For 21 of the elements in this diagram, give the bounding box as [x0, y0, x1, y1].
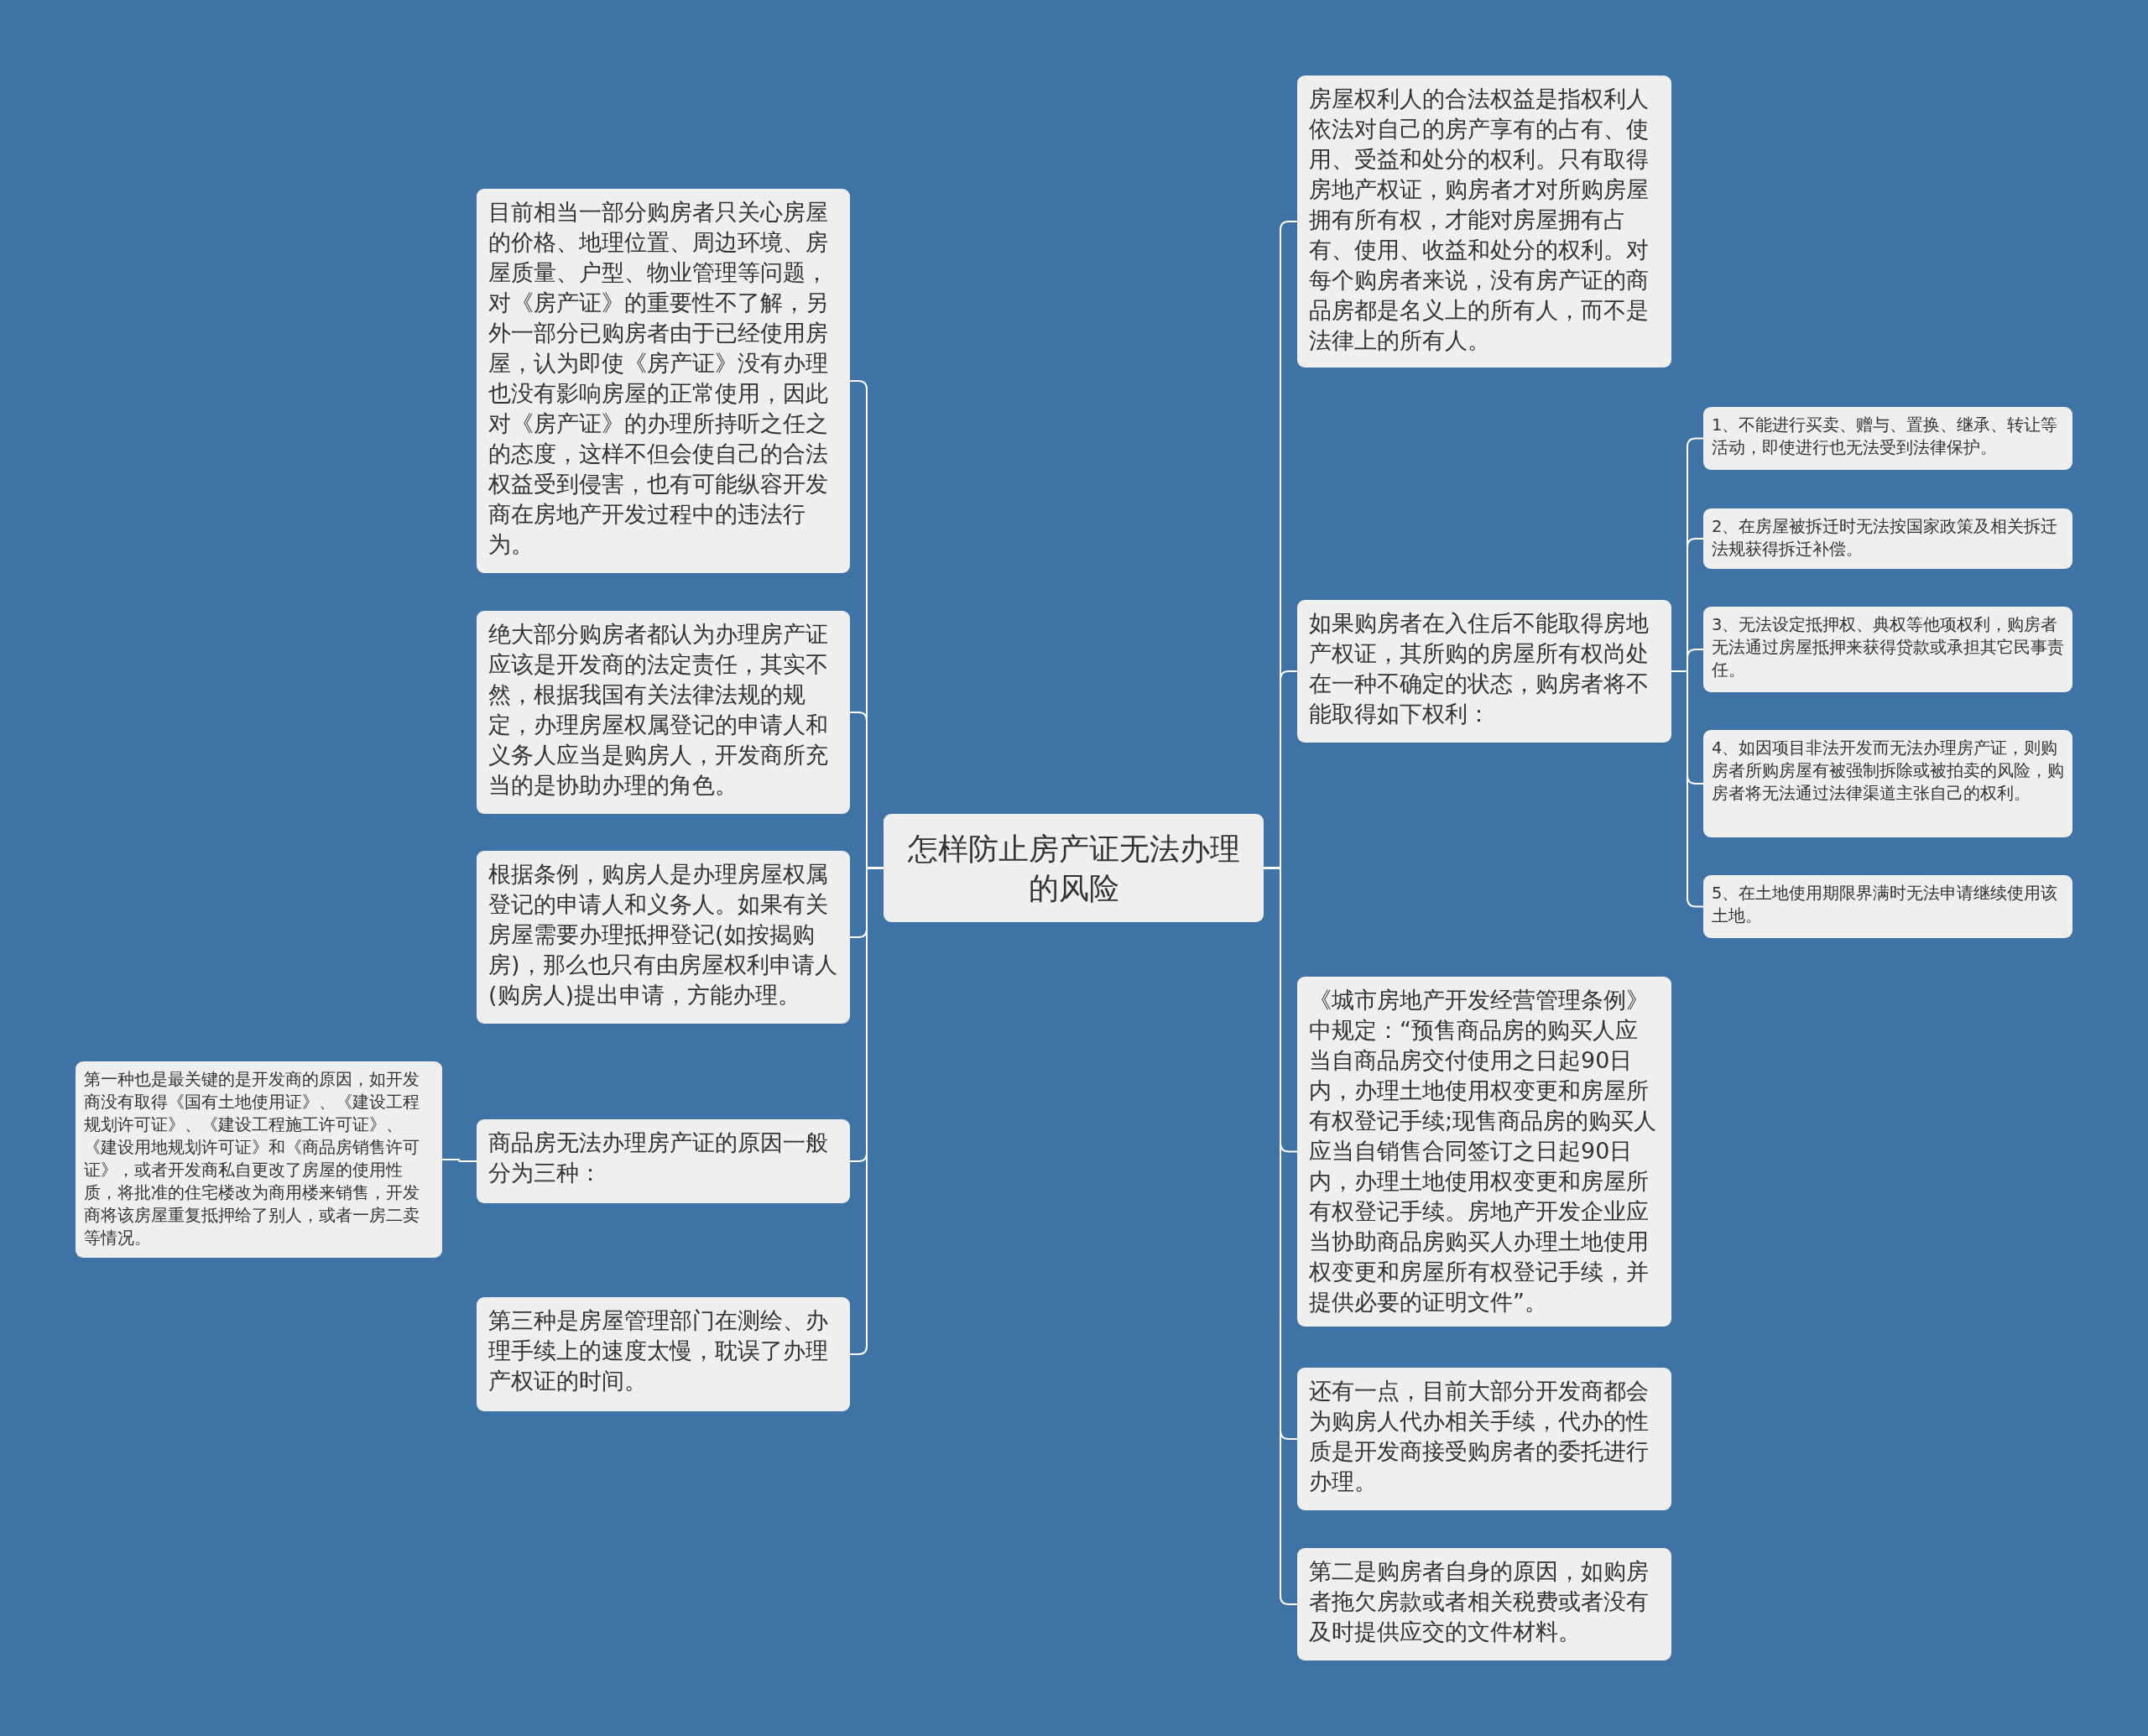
text-box: 商品房无法办理房产证的原因一般分为三种：: [477, 1119, 850, 1203]
connector-line: [1671, 670, 1704, 908]
text-box: 3、无法设定抵押权、典权等他项权利，购房者无法通过房屋抵押来获得贷款或承担其它民事责任。: [1703, 607, 2072, 692]
text-box: 绝大部分购房者都认为办理房产证应该是开发商的法定责任，其实不然，根据我国有关法律法规的规定，办理房屋权属登记的申请人和义务人应当是购房人，开发商所充当的是协助办理的角色。: [477, 611, 850, 814]
text-box: 5、在土地使用期限界满时无法申请继续使用该土地。: [1703, 875, 2072, 938]
text-box: 第一种也是最关键的是开发商的原因，如开发商没有取得《国有土地使用证》、《建设工程规划许可证》、《建设工程施工许可证》、《建设用地规划许可证》和《商品房销售许可证》，或者开发商私自更改了房屋的使用性质，将批准的住宅楼改为商用楼来销售，开发商将该房屋重复抵押给了别人，或者一房二卖等情况。: [76, 1061, 442, 1258]
connector-line: [849, 867, 884, 1355]
topic-box: 怎样防止房产证无法办理的风险: [884, 814, 1264, 922]
text-box: 根据条例，购房人是办理房屋权属登记的申请人和义务人。如果有关房屋需要办理抵押登记(如按揭购房)，那么也只有由房屋权利申请人(购房人)提出申请，方能办理。: [477, 851, 850, 1024]
text-box: 目前相当一部分购房者只关心房屋的价格、地理位置、周边环境、房屋质量、户型、物业管理等问题，对《房产证》的重要性不了解，另外一部分已购房者由于已经使用房屋，认为即使《房产证》没有办理也没有影响房屋的正常使用，因此对《房产证》的办理所持听之任之的态度，这样不但会使自己的合法权益受到侵害，也有可能纵容开发商在房地产开发过程中的违法行为。: [477, 189, 850, 573]
text-box: 第二是购房者自身的原因，如购房者拖欠房款或者相关税费或者没有及时提供应交的文件材料。: [1297, 1548, 1671, 1660]
connector-line: [1263, 867, 1298, 1605]
text-box: 如果购房者在入住后不能取得房地产权证，其所购的房屋所有权尚处在一种不确定的状态，购房者将不能取得如下权利：: [1297, 600, 1671, 743]
text-box: 4、如因项目非法开发而无法办理房产证，则购房者所购房屋有被强制拆除或被拍卖的风险，购房者将无法通过法律渠道主张自己的权利。: [1703, 730, 2072, 837]
text-box: 1、不能进行买卖、赠与、置换、继承、转让等活动，即使进行也无法受到法律保护。: [1703, 407, 2072, 470]
text-box: 第三种是房屋管理部门在测绘、办理手续上的速度太慢，耽误了办理产权证的时间。: [477, 1297, 850, 1411]
text-box: 房屋权利人的合法权益是指权利人依法对自己的房产享有的占有、使用、受益和处分的权利。只有取得房地产权证，购房者才对所购房屋拥有所有权，才能对房屋拥有占有、使用、收益和处分的权利。对每个购房者来说，没有房产证的商品房都是名义上的所有人，而不是法律上的所有人。: [1297, 76, 1671, 368]
text-box: 还有一点，目前大部分开发商都会为购房人代办相关手续，代办的性质是开发商接受购房者的委托进行办理。: [1297, 1368, 1671, 1510]
text-box: 《城市房地产开发经营管理条例》中规定：“预售商品房的购买人应当自商品房交付使用之日起90日内，办理土地使用权变更和房屋所有权登记手续;现售商品房的购买人应当自销售合同签订之日起90日内，办理土地使用权变更和房屋所有权登记手续。房地产开发企业应当协助商品房购买人办理土地使用权变更和房屋所有权登记手续，并提供必要的证明文件”。: [1297, 977, 1671, 1327]
text-box: 2、在房屋被拆迁时无法按国家政策及相关拆迁法规获得拆迁补偿。: [1703, 508, 2072, 569]
connector-line: [441, 1159, 477, 1162]
